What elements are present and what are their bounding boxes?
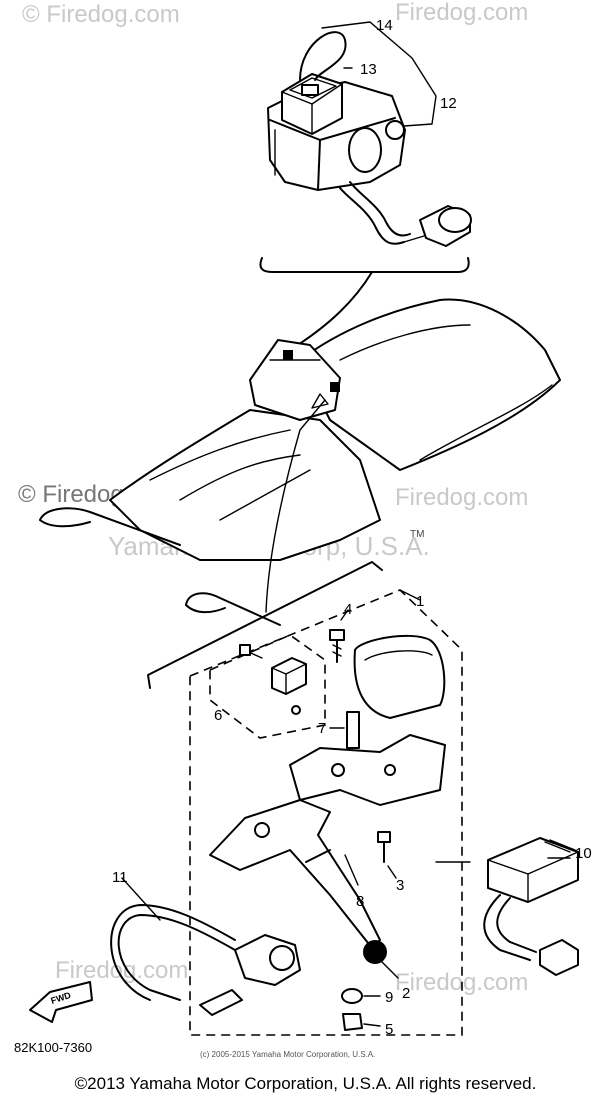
part-label-4: 4 [344,601,352,618]
part-label-11: 11 [112,869,128,886]
lever-bracket [289,734,446,806]
sensor-block-6 [239,644,307,715]
bolt-3 [377,831,391,863]
part-label-12: 12 [440,95,457,112]
watermark-tm: TM [410,529,424,540]
part-label-9: 9 [385,989,393,1006]
part-label-8: 8 [356,893,364,910]
part-label-5: 5 [385,1021,393,1038]
relay-10 [483,837,579,976]
part-label-1: 1 [416,593,424,610]
upper-group-bracket [259,257,470,273]
lower-group-bracket [147,561,383,689]
watermark-top-left: © Firedog.com [22,1,180,28]
snowmobile-outline [39,298,561,626]
watermark-top-right: Firedog.com [395,0,528,26]
leader-11 [121,877,161,921]
leader-2 [379,959,399,979]
leader-12-14 [321,21,437,127]
catalog-code: 82K100-7360 [14,1040,93,1055]
leader-4 [340,609,349,621]
copyright-notice: ©2013 Yamaha Motor Corporation, U.S.A. A… [74,1074,537,1093]
part-label-7: 7 [318,720,326,737]
part-label-3: 3 [396,877,404,894]
leader-8 [344,854,359,886]
leader-3 [387,865,397,879]
switch-unit-assembly [267,31,472,247]
upper-pointer-line [289,271,373,351]
bolt-4 [329,629,345,663]
part-label-6: 6 [214,707,222,724]
part-label-10: 10 [575,845,592,862]
watermark-right: Firedog.com [395,484,528,511]
pin-7 [346,711,360,749]
leader-1 [399,589,421,601]
group-6-outline [209,634,326,739]
lever-switch-11 [110,904,301,1016]
forward-direction-arrow: FWD [29,981,93,1023]
washer-9 [341,988,363,1004]
exploded-parts-diagram: © Firedog.com Firedog.com © Firedog.com … [18,0,592,1038]
part-label-13: 13 [360,61,377,78]
part-label-2: 2 [402,985,410,1002]
brake-lever [209,799,381,949]
leader-5 [363,1023,381,1027]
small-credit: (c) 2005-2015 Yamaha Motor Corporation, … [200,1050,376,1059]
nut-5 [342,1013,363,1031]
cover-housing [353,634,446,719]
part-label-14: 14 [376,17,393,34]
screw-8 [305,849,331,863]
